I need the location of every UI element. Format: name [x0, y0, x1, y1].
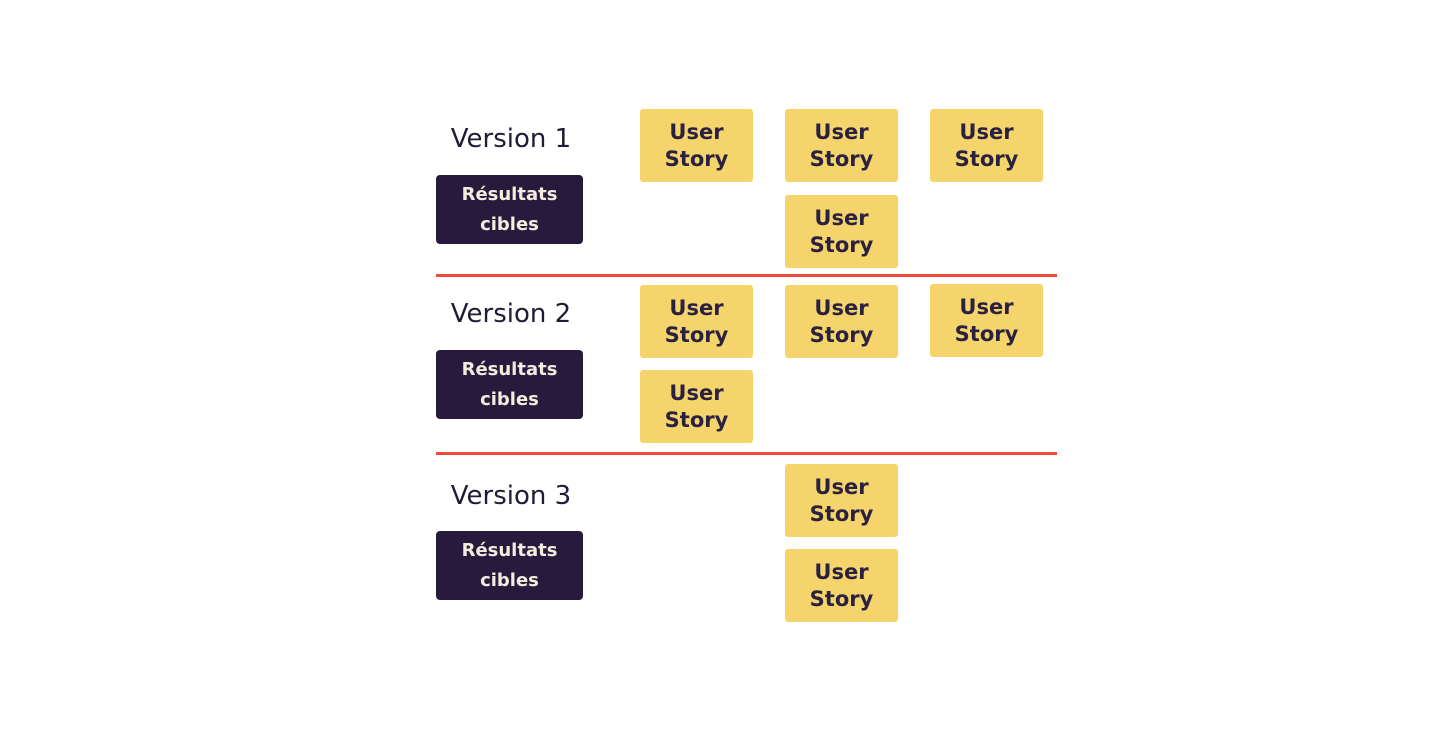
story-card: User Story [785, 285, 898, 358]
separator-line [436, 274, 1057, 277]
version-1-results: Résultats cibles [436, 175, 583, 244]
story-card: User Story [640, 370, 753, 443]
version-1-label: Version 1 [450, 124, 572, 154]
version-3-label: Version 3 [450, 481, 572, 511]
story-card: User Story [785, 464, 898, 537]
story-card: User Story [640, 109, 753, 182]
story-card: User Story [930, 284, 1043, 357]
version-2-label: Version 2 [450, 299, 572, 329]
story-card: User Story [930, 109, 1043, 182]
version-2-results: Résultats cibles [436, 350, 583, 419]
story-card: User Story [785, 549, 898, 622]
version-3-results: Résultats cibles [436, 531, 583, 600]
separator-line [436, 452, 1057, 455]
story-card: User Story [640, 285, 753, 358]
story-card: User Story [785, 195, 898, 268]
story-card: User Story [785, 109, 898, 182]
